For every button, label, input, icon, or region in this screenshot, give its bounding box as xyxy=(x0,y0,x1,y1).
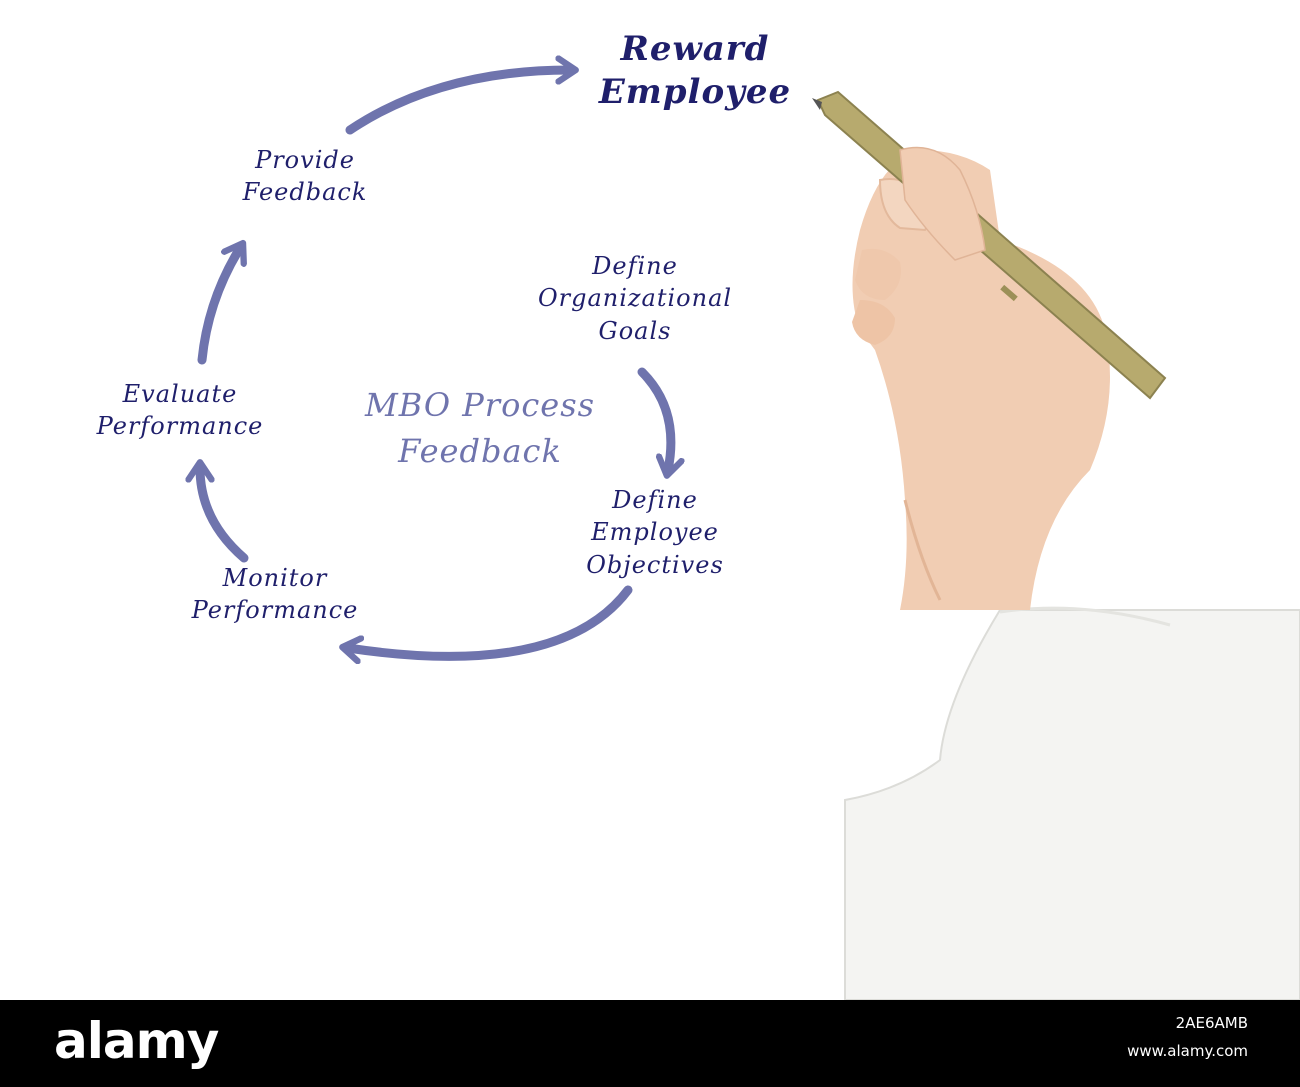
node-define-objectives-line-1: Define xyxy=(612,486,698,514)
node-evaluate-line-2: Performance xyxy=(96,412,264,441)
stock-footer-bar: alamy 2AE6AMB www.alamy.com xyxy=(0,1000,1300,1087)
diagram-title-line-2: Feedback xyxy=(398,432,562,471)
node-define-goals-line-2: Organizational xyxy=(537,284,733,313)
site-url-label: www.alamy.com xyxy=(1127,1042,1248,1060)
arrow-to-provide-feedback xyxy=(197,248,240,365)
arrow-to-define-objectives xyxy=(637,367,671,470)
arrow-to-reward xyxy=(345,70,570,135)
hand-holding-pen-illustration xyxy=(812,90,1300,1000)
cycle-arrows xyxy=(0,0,1300,1000)
node-define-objectives-line-2: Employee xyxy=(591,518,719,547)
image-id-label: 2AE6AMB xyxy=(1175,1014,1248,1032)
node-define-objectives-line-3: Objectives xyxy=(586,550,724,579)
node-reward-employee: Reward Employee xyxy=(560,28,830,113)
diagram-title: MBO Process Feedback xyxy=(300,382,660,475)
node-define-organizational-goals: Define Organizational Goals xyxy=(470,250,800,347)
node-monitor-line-2: Performance xyxy=(191,596,359,625)
arrow-to-evaluate xyxy=(200,468,249,563)
diagram-title-line-1: MBO Process xyxy=(364,386,596,424)
node-provide-feedback: Provide Feedback xyxy=(190,144,420,209)
node-define-employee-objectives: Define Employee Objectives xyxy=(540,484,770,581)
node-evaluate-performance: Evaluate Performance xyxy=(45,378,315,443)
node-monitor-line-1: Monitor xyxy=(222,564,328,592)
diagram-canvas: Reward Employee Provide Feedback Define … xyxy=(0,0,1300,1000)
node-provide-feedback-line-2: Feedback xyxy=(242,178,368,207)
node-monitor-performance: Monitor Performance xyxy=(140,562,410,627)
arrow-to-monitor xyxy=(348,585,633,656)
node-provide-feedback-line-1: Provide xyxy=(255,146,355,174)
node-reward-line-2: Employee xyxy=(598,71,792,112)
node-evaluate-line-1: Evaluate xyxy=(122,380,238,408)
alamy-logo: alamy xyxy=(54,1012,219,1070)
node-define-goals-line-1: Define xyxy=(592,252,678,280)
node-define-goals-line-3: Goals xyxy=(598,316,672,345)
node-reward-line-1: Reward xyxy=(620,29,770,69)
